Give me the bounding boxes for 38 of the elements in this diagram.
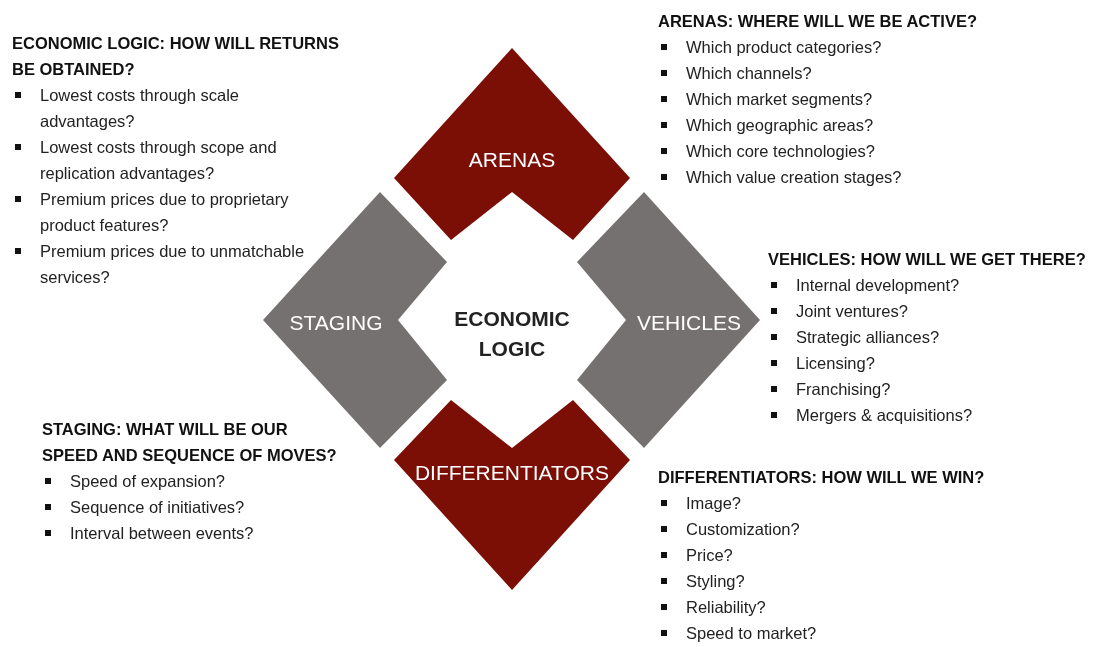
bullet-item: Mergers & acquisitions?	[768, 402, 1108, 428]
section-heading: VEHICLES: HOW WILL WE GET THERE?	[768, 249, 1087, 270]
section-heading: DIFFERENTIATORS: HOW WILL WE WIN?	[658, 467, 986, 488]
bullet-item: Franchising?	[768, 376, 1108, 402]
bullet-item: Lowest costs through scope and replication advantages?	[12, 134, 330, 186]
node-label: STAGING	[289, 310, 383, 336]
bullet-item: Premium prices due to proprietary product features?	[12, 186, 330, 238]
bullet-item: Speed to market?	[658, 620, 1098, 646]
bullet-item: Image?	[658, 490, 1098, 516]
node-label: ARENAS	[468, 147, 556, 173]
section-heading: ECONOMIC LOGIC: HOW WILL RETURNS BE OBTAINED?	[12, 33, 340, 80]
bullet-item: Strategic alliances?	[768, 324, 1108, 350]
bullet-item: Which market segments?	[658, 86, 1098, 112]
bullet-item: Styling?	[658, 568, 1098, 594]
bullet-item: Which core technologies?	[658, 138, 1098, 164]
bullet-item: Premium prices due to unmatchable services?	[12, 238, 330, 290]
bullet-item: Reliability?	[658, 594, 1098, 620]
bullet-item: Which value creation stages?	[658, 164, 1098, 190]
section-heading: STAGING: WHAT WILL BE OUR SPEED AND SEQUENCE OF MOVES?	[42, 419, 338, 466]
node-label: ECONOMIC LOGIC	[453, 306, 571, 362]
section-heading: ARENAS: WHERE WILL WE BE ACTIVE?	[658, 11, 978, 32]
bullet-item: Speed of expansion?	[42, 468, 347, 494]
bullet-item: Price?	[658, 542, 1098, 568]
chevron-shape	[394, 400, 630, 590]
node-label: VEHICLES	[637, 310, 741, 336]
bullet-item: Licensing?	[768, 350, 1108, 376]
bullet-item: Which product categories?	[658, 34, 1098, 60]
bullet-item: Sequence of initiatives?	[42, 494, 347, 520]
bullet-item: Lowest costs through scale advantages?	[12, 82, 330, 134]
bullet-item: Internal development?	[768, 272, 1108, 298]
bullet-item: Interval between events?	[42, 520, 347, 546]
chevron-shape	[394, 48, 630, 240]
bullet-item: Joint ventures?	[768, 298, 1108, 324]
bullet-item: Which geographic areas?	[658, 112, 1098, 138]
node-label: DIFFERENTIATORS	[414, 460, 610, 486]
bullet-item: Which channels?	[658, 60, 1098, 86]
bullet-item: Customization?	[658, 516, 1098, 542]
chevron-shape	[577, 192, 760, 448]
